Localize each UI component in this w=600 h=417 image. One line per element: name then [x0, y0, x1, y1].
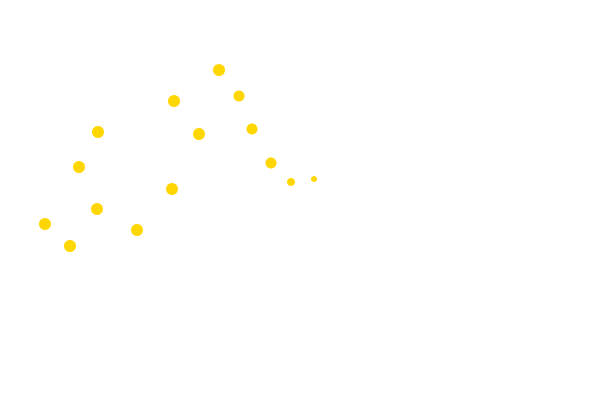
- scatter-point-14: [64, 240, 76, 252]
- scatter-point-12: [39, 218, 51, 230]
- scatter-point-1: [168, 95, 180, 107]
- scatter-point-3: [92, 126, 104, 138]
- scatter-point-10: [166, 183, 178, 195]
- scatter-point-8: [287, 178, 295, 186]
- scatter-point-7: [265, 157, 277, 169]
- scatter-point-4: [193, 128, 205, 140]
- scatter-point-9: [311, 176, 317, 182]
- scatter-point-2: [233, 90, 245, 102]
- scatter-point-6: [73, 161, 85, 173]
- scatter-point-0: [213, 64, 225, 76]
- scatter-point-11: [91, 203, 103, 215]
- scatter-point-5: [246, 123, 258, 135]
- scatter-point-13: [131, 224, 143, 236]
